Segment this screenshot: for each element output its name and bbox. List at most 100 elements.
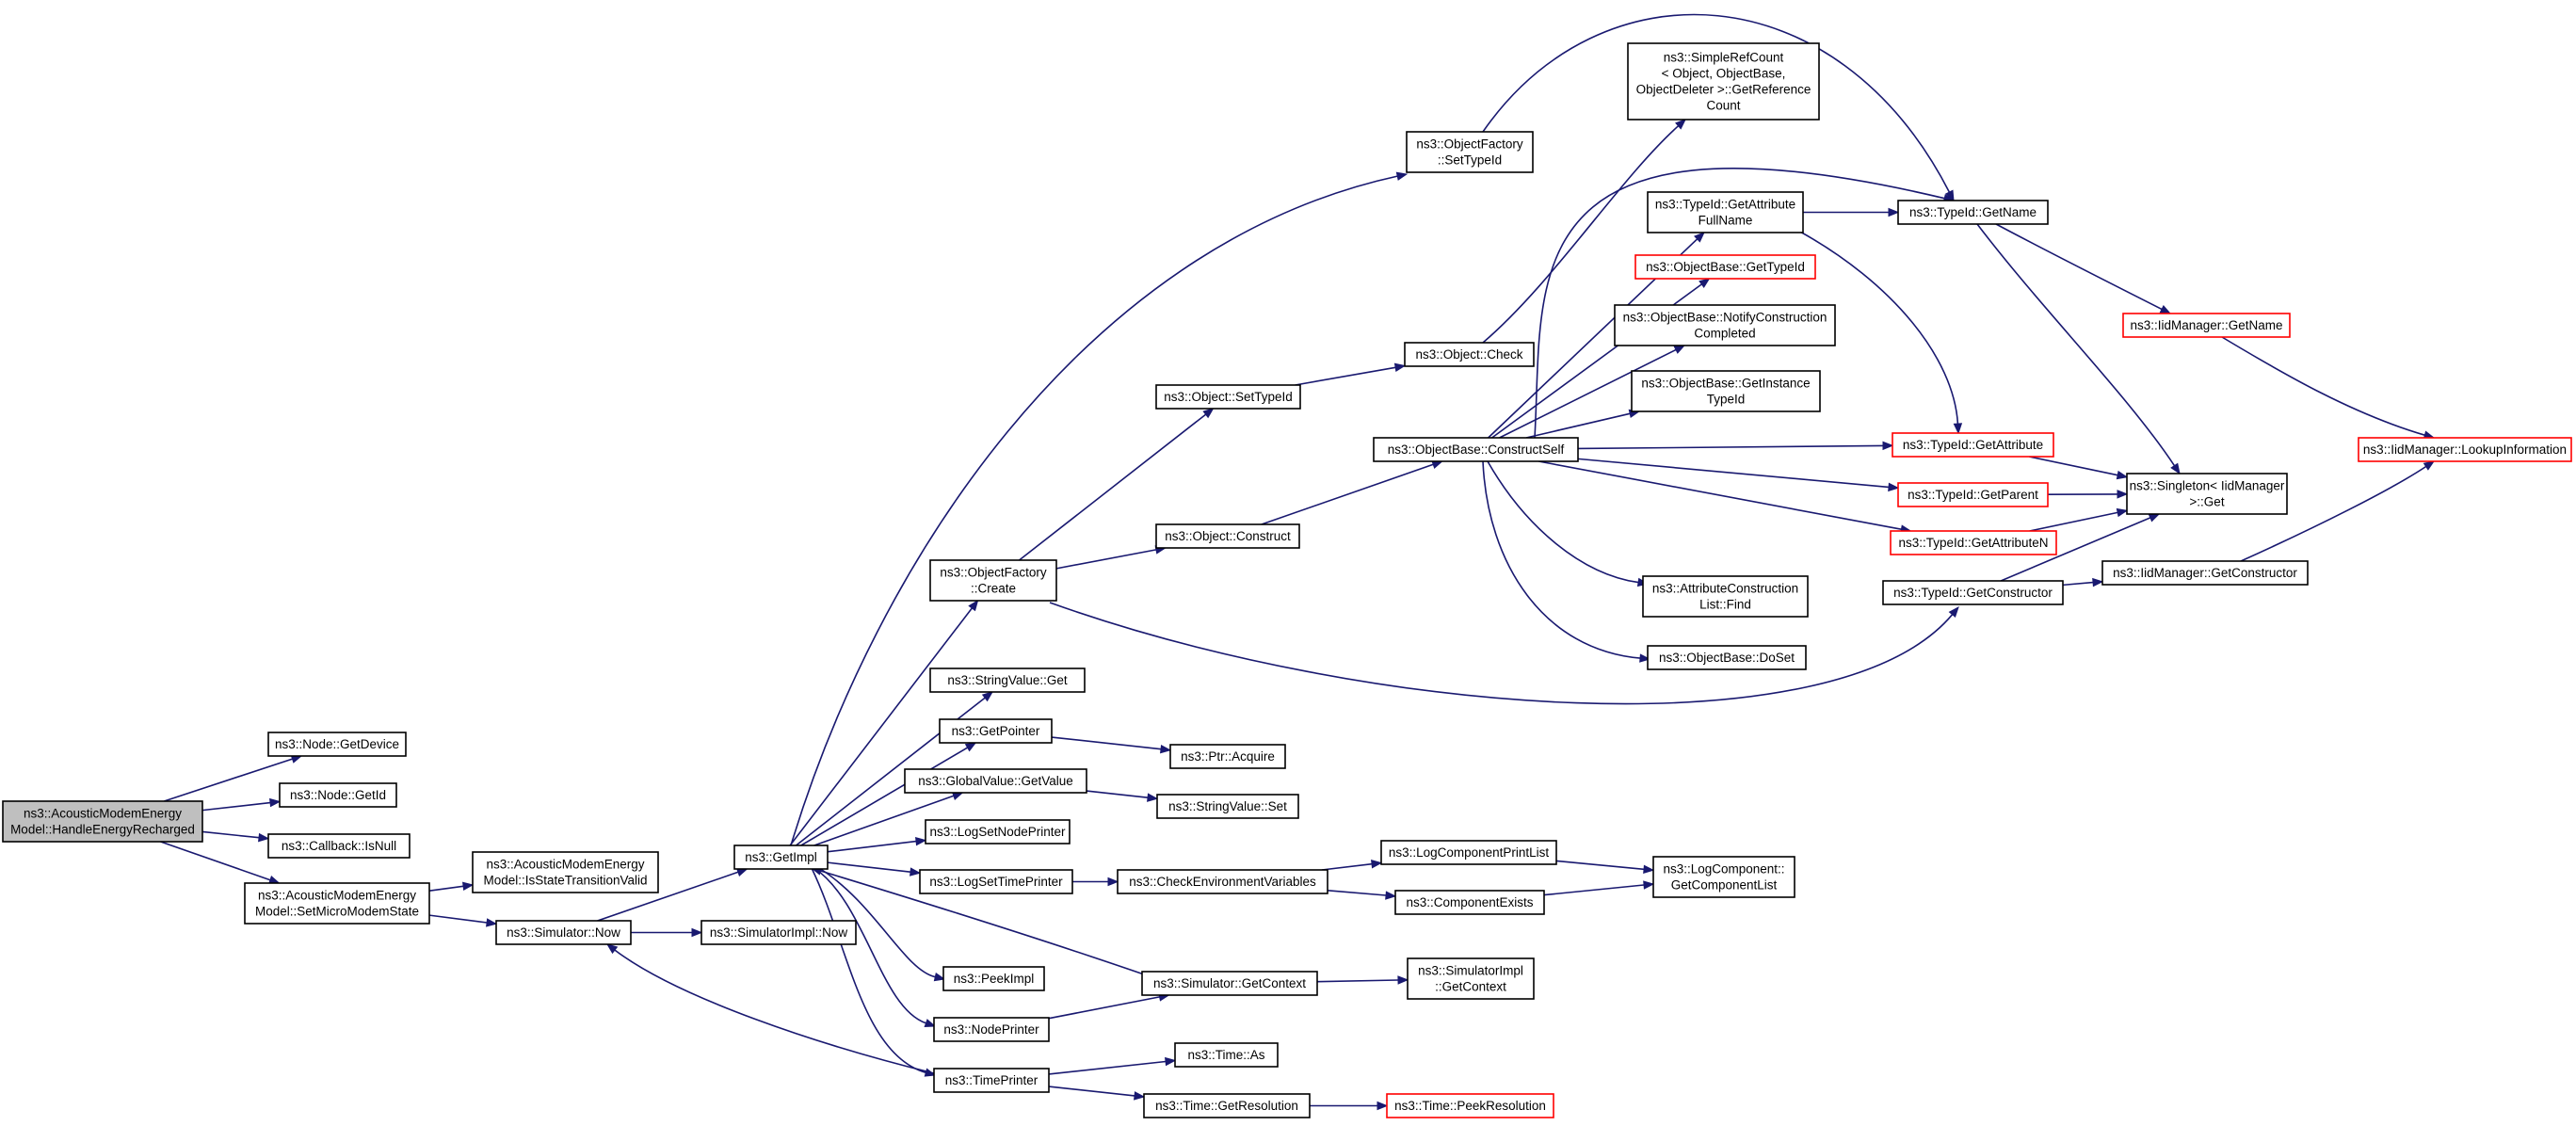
node-nodeprinter[interactable]: ns3::NodePrinter bbox=[933, 1017, 1050, 1042]
node-ofcreate[interactable]: ns3::ObjectFactory::Create bbox=[929, 559, 1057, 602]
truncated-node-box[interactable] bbox=[2358, 437, 2572, 462]
node-checkenv[interactable]: ns3::CheckEnvironmentVariables bbox=[1117, 869, 1328, 894]
node-notifyconst[interactable]: ns3::ObjectBase::NotifyConstructionCompl… bbox=[1614, 304, 1836, 346]
node-box[interactable] bbox=[1404, 342, 1535, 367]
node-box[interactable] bbox=[929, 668, 1086, 693]
node-logsetnode[interactable]: ns3::LogSetNodePrinter bbox=[925, 819, 1071, 844]
node-getcomplist[interactable]: ns3::LogComponent::GetComponentList bbox=[1652, 856, 1795, 898]
node-box[interactable] bbox=[933, 1017, 1050, 1042]
node-box[interactable] bbox=[244, 882, 430, 925]
node-box[interactable] bbox=[1156, 794, 1299, 819]
node-logcompprint[interactable]: ns3::LogComponentPrintList bbox=[1380, 840, 1557, 865]
truncated-node-box[interactable] bbox=[1892, 432, 2054, 458]
node-box[interactable] bbox=[495, 920, 632, 945]
node-box[interactable] bbox=[700, 920, 857, 945]
node-iidgetconstructor[interactable]: ns3::IidManager::GetConstructor bbox=[2101, 560, 2309, 586]
root-node-box[interactable] bbox=[2, 800, 203, 843]
node-box[interactable] bbox=[1406, 131, 1534, 173]
node-timeas[interactable]: ns3::Time::As bbox=[1174, 1042, 1279, 1068]
node-strget[interactable]: ns3::StringValue::Get bbox=[929, 668, 1086, 693]
node-box[interactable] bbox=[1614, 304, 1836, 346]
node-timepeekres[interactable]: ns3::Time::PeekResolution bbox=[1386, 1093, 1554, 1118]
node-isvalid[interactable]: ns3::AcousticModemEnergyModel::IsStateTr… bbox=[472, 851, 659, 893]
node-box[interactable] bbox=[279, 782, 397, 808]
node-objsettypeid[interactable]: ns3::Object::SetTypeId bbox=[1155, 384, 1301, 410]
node-box[interactable] bbox=[1155, 523, 1300, 549]
node-simgetcontext[interactable]: ns3::Simulator::GetContext bbox=[1141, 971, 1318, 996]
node-box[interactable] bbox=[1407, 957, 1535, 1000]
node-getdevice[interactable]: ns3::Node::GetDevice bbox=[267, 732, 407, 757]
node-objconstruct[interactable]: ns3::Object::Construct bbox=[1155, 523, 1300, 549]
node-obgettypeid[interactable]: ns3::ObjectBase::GetTypeId bbox=[1634, 254, 1816, 280]
node-box[interactable] bbox=[1141, 971, 1318, 996]
node-ptracquire[interactable]: ns3::Ptr::Acquire bbox=[1169, 744, 1286, 769]
node-box[interactable] bbox=[2126, 473, 2288, 515]
node-setmicro[interactable]: ns3::AcousticModemEnergyModel::SetMicroM… bbox=[244, 882, 430, 925]
node-box[interactable] bbox=[929, 559, 1057, 602]
node-box[interactable] bbox=[1394, 890, 1545, 915]
node-box[interactable] bbox=[919, 869, 1073, 894]
node-box[interactable] bbox=[1174, 1042, 1279, 1068]
truncated-node-box[interactable] bbox=[1386, 1093, 1554, 1118]
truncated-node-box[interactable] bbox=[1634, 254, 1816, 280]
node-simnow[interactable]: ns3::Simulator::Now bbox=[495, 920, 632, 945]
node-box[interactable] bbox=[733, 844, 829, 870]
node-box[interactable] bbox=[1652, 856, 1795, 898]
node-box[interactable] bbox=[1897, 200, 2049, 225]
node-typeidgetname[interactable]: ns3::TypeId::GetName bbox=[1897, 200, 2049, 225]
node-box[interactable] bbox=[472, 851, 659, 893]
node-compexists[interactable]: ns3::ComponentExists bbox=[1394, 890, 1545, 915]
node-getattribute[interactable]: ns3::TypeId::GetAttribute bbox=[1892, 432, 2054, 458]
node-box[interactable] bbox=[1631, 370, 1821, 412]
truncated-node-box[interactable] bbox=[1897, 482, 2049, 507]
node-isnull[interactable]: ns3::Callback::IsNull bbox=[267, 833, 411, 859]
node-getid[interactable]: ns3::Node::GetId bbox=[279, 782, 397, 808]
node-simimplgetcontext[interactable]: ns3::SimulatorImpl::GetContext bbox=[1407, 957, 1535, 1000]
node-iidgetname[interactable]: ns3::IidManager::GetName bbox=[2122, 313, 2291, 338]
node-box[interactable] bbox=[904, 768, 1087, 794]
node-root[interactable]: ns3::AcousticModemEnergyModel::HandleEne… bbox=[2, 800, 203, 843]
node-box[interactable] bbox=[939, 718, 1053, 744]
node-box[interactable] bbox=[933, 1068, 1050, 1093]
node-constructself[interactable]: ns3::ObjectBase::ConstructSelf bbox=[1373, 437, 1579, 462]
node-objcheck[interactable]: ns3::Object::Check bbox=[1404, 342, 1535, 367]
truncated-node-box[interactable] bbox=[1890, 530, 2057, 555]
node-timegetres[interactable]: ns3::Time::GetResolution bbox=[1143, 1093, 1311, 1118]
node-box[interactable] bbox=[1169, 744, 1286, 769]
node-lookupinfo[interactable]: ns3::IidManager::LookupInformation bbox=[2358, 437, 2572, 462]
node-box[interactable] bbox=[1373, 437, 1579, 462]
node-simimplnow[interactable]: ns3::SimulatorImpl::Now bbox=[700, 920, 857, 945]
node-box[interactable] bbox=[1882, 580, 2064, 605]
node-timeprinter[interactable]: ns3::TimePrinter bbox=[933, 1068, 1050, 1093]
node-singletonget[interactable]: ns3::Singleton< IidManager>::Get bbox=[2126, 473, 2288, 515]
node-doset[interactable]: ns3::ObjectBase::DoSet bbox=[1647, 645, 1807, 670]
node-getattributen[interactable]: ns3::TypeId::GetAttributeN bbox=[1890, 530, 2057, 555]
node-box[interactable] bbox=[1380, 840, 1557, 865]
node-getimpl[interactable]: ns3::GetImpl bbox=[733, 844, 829, 870]
node-gvgetvalue[interactable]: ns3::GlobalValue::GetValue bbox=[904, 768, 1087, 794]
node-box[interactable] bbox=[925, 819, 1071, 844]
node-box[interactable] bbox=[1117, 869, 1328, 894]
node-strset[interactable]: ns3::StringValue::Set bbox=[1156, 794, 1299, 819]
node-box[interactable] bbox=[2101, 560, 2309, 586]
node-getpointer[interactable]: ns3::GetPointer bbox=[939, 718, 1053, 744]
node-box[interactable] bbox=[1627, 42, 1820, 121]
node-logsettime[interactable]: ns3::LogSetTimePrinter bbox=[919, 869, 1073, 894]
node-box[interactable] bbox=[1647, 191, 1804, 233]
node-peekimpl[interactable]: ns3::PeekImpl bbox=[942, 966, 1045, 991]
node-box[interactable] bbox=[1143, 1093, 1311, 1118]
node-getconstructor[interactable]: ns3::TypeId::GetConstructor bbox=[1882, 580, 2064, 605]
truncated-node-box[interactable] bbox=[2122, 313, 2291, 338]
node-box[interactable] bbox=[942, 966, 1045, 991]
node-box[interactable] bbox=[1642, 575, 1809, 618]
node-box[interactable] bbox=[1647, 645, 1807, 670]
node-refcount[interactable]: ns3::SimpleRefCount< Object, ObjectBase,… bbox=[1627, 42, 1820, 121]
node-ofsettypeid[interactable]: ns3::ObjectFactory::SetTypeId bbox=[1406, 131, 1534, 173]
node-getparent[interactable]: ns3::TypeId::GetParent bbox=[1897, 482, 2049, 507]
node-box[interactable] bbox=[267, 732, 407, 757]
node-box[interactable] bbox=[1155, 384, 1301, 410]
node-box[interactable] bbox=[267, 833, 411, 859]
